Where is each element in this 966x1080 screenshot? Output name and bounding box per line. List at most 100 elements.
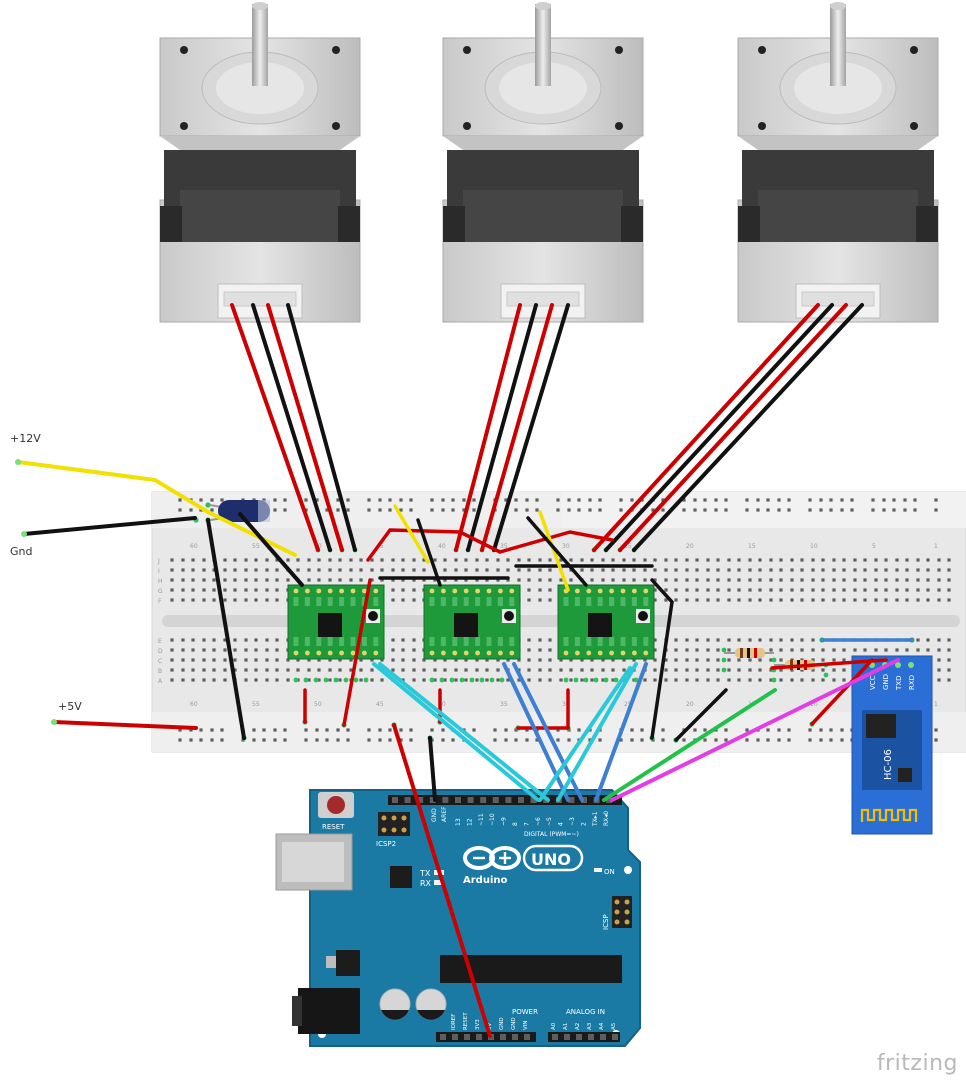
power-pin-label: IOREF	[451, 1014, 457, 1030]
arduino-model-label: UNO	[531, 850, 571, 869]
label-12v: +12V	[10, 432, 41, 445]
digital-pin-label: 13	[455, 818, 462, 826]
wire-cap-gnd	[238, 512, 304, 587]
column-number: 55	[252, 701, 260, 708]
stepper-motor-2	[442, 2, 644, 323]
stepper-driver-3	[557, 584, 655, 660]
wire-5v	[52, 720, 198, 730]
arduino-brand-label: Arduino	[463, 875, 507, 886]
hc06-bluetooth-module: VCC GND TXD RXD HC-06	[851, 655, 933, 835]
resistor-1	[724, 648, 774, 658]
digital-pin-label: ~5	[546, 817, 553, 826]
motor-3-cable	[592, 303, 864, 552]
arduino-uno: RESET ICSP2 TX RX	[275, 789, 641, 1047]
row-letter: F	[158, 598, 162, 605]
reset-label: RESET	[322, 823, 345, 831]
row-letter: E	[158, 638, 162, 645]
row-letter: B	[158, 668, 162, 675]
column-number: 30	[562, 701, 570, 708]
analog-pin-label: A1	[563, 1023, 569, 1030]
tx-label: TX	[419, 869, 431, 878]
column-number: 20	[686, 543, 694, 550]
power-pin-label: VIN	[523, 1021, 529, 1031]
row-letter: H	[158, 578, 163, 585]
digital-label: DIGITAL (PWM=~)	[524, 831, 579, 838]
column-number: 40	[438, 701, 446, 708]
digital-pin-label: 4	[558, 822, 565, 826]
icsp-label: ICSP	[602, 914, 610, 930]
power-pin-label: RESET	[463, 1012, 469, 1030]
capacitor	[209, 500, 270, 522]
motor-1-cable	[230, 303, 357, 552]
column-number: 25	[624, 701, 632, 708]
wire-gnd-rail	[206, 518, 246, 740]
analog-pin-label: A2	[575, 1023, 581, 1030]
analog-pin-label: A3	[587, 1022, 593, 1030]
hc06-pin-rxd: RXD	[908, 675, 916, 690]
analog-pin-label: A0	[551, 1022, 557, 1030]
row-letter: I	[158, 568, 160, 575]
analog-pin-labels: A0 A1 A2 A3 A4 A5	[551, 1022, 617, 1030]
digital-pin-label: 8	[512, 822, 519, 826]
power-header-pins	[440, 1034, 618, 1040]
column-number: 10	[810, 701, 818, 708]
wire-12v	[16, 460, 297, 557]
rx-label: RX	[420, 879, 432, 888]
on-label: ON	[604, 868, 615, 876]
digital-pin-label: ~9	[501, 817, 508, 826]
digital-pin-label: RX◂0	[603, 811, 610, 826]
row-letter: C	[158, 658, 162, 665]
motor-2-cable	[454, 303, 570, 552]
row-letter: A	[158, 678, 163, 685]
column-number: 25	[624, 543, 632, 550]
arduino-logo-icon	[463, 846, 521, 870]
stepper-driver-2	[423, 584, 521, 660]
row-letter: J	[157, 558, 160, 565]
hc06-pin-txd: TXD	[895, 676, 903, 691]
row-letter: G	[158, 588, 163, 595]
analog-label: ANALOG IN	[566, 1008, 605, 1016]
column-number: 20	[686, 701, 694, 708]
column-number: 50	[314, 701, 322, 708]
label-5v: +5V	[58, 700, 82, 713]
column-number: 55	[252, 543, 260, 550]
digital-pin-label: ~3	[569, 817, 576, 826]
column-number: 1	[934, 701, 938, 708]
power-label: POWER	[512, 1008, 538, 1016]
column-number: 15	[748, 543, 756, 550]
column-number: 40	[438, 543, 446, 550]
column-number: 60	[190, 701, 198, 708]
column-number: 30	[562, 543, 570, 550]
power-pin-label: GND	[511, 1017, 517, 1030]
digital-pin-label: 2	[580, 822, 587, 826]
hc06-pin-gnd: GND	[882, 674, 890, 690]
hc06-pin-vcc: VCC	[869, 675, 877, 690]
column-number: 5	[872, 543, 876, 550]
column-number: 35	[500, 701, 508, 708]
gnd-top-label: GND	[431, 808, 438, 822]
stepper-driver-1	[287, 584, 385, 660]
analog-pin-label: A5	[611, 1022, 617, 1030]
column-number: 1	[934, 543, 938, 550]
wire-gnd	[22, 516, 197, 536]
icsp2-label: ICSP2	[376, 840, 396, 848]
digital-pin-label: ~11	[478, 813, 485, 826]
column-number: 35	[500, 543, 508, 550]
power-pin-label: 3V3	[475, 1019, 481, 1030]
digital-pin-label: ~6	[535, 817, 542, 826]
hc06-model-label: HC-06	[883, 749, 894, 780]
label-gnd: Gnd	[10, 545, 33, 558]
power-pin-label: 5V	[487, 1023, 493, 1030]
wires	[16, 303, 914, 1038]
stepper-motor-1	[159, 2, 361, 323]
digital-pin-label: 12	[466, 818, 473, 826]
aref-label: AREF	[441, 806, 448, 822]
analog-pin-label: A4	[599, 1022, 605, 1030]
column-number: 45	[376, 701, 384, 708]
digital-pin-label: ~10	[489, 813, 496, 826]
digital-pin-label: 7	[523, 822, 530, 826]
